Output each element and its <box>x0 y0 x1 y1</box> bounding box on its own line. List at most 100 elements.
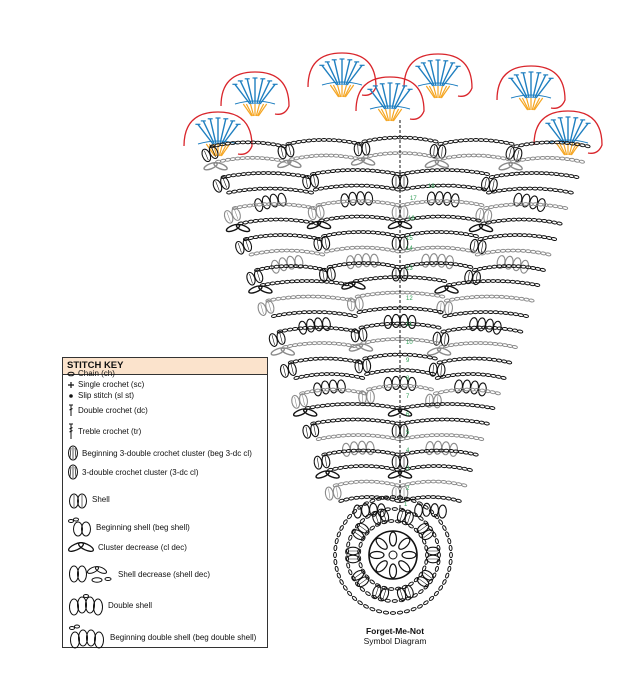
shell-petal <box>396 587 407 602</box>
shell-post <box>350 298 361 310</box>
shell <box>469 238 487 255</box>
shell-petal <box>356 522 370 534</box>
chain-stitch <box>384 290 391 295</box>
chain-stitch <box>354 245 361 250</box>
chain-stitch <box>348 373 356 378</box>
chain-stitch <box>358 214 366 219</box>
chain-stitch <box>374 184 381 189</box>
chain-stitch <box>454 246 461 251</box>
shell-petal <box>483 209 493 224</box>
blue-stitch <box>522 72 530 99</box>
chain-stitch <box>343 183 350 188</box>
blue-stitch <box>535 77 552 99</box>
motif-cluster <box>375 537 388 550</box>
motif-chain <box>418 515 424 521</box>
shell-post <box>484 178 495 191</box>
chain-stitch <box>442 314 449 318</box>
chain-stitch <box>347 464 354 469</box>
blue-stitch <box>559 117 567 144</box>
double-shell <box>298 317 331 335</box>
chain-stitch <box>399 249 406 254</box>
orange-stitch <box>532 97 541 111</box>
chain-stitch <box>538 140 545 145</box>
chain-stitch <box>324 169 332 174</box>
chain-stitch <box>467 264 474 269</box>
chain-stitch <box>409 290 416 295</box>
shell <box>277 143 295 160</box>
chain-stitch <box>440 479 447 484</box>
stitch-key-label: Double crochet (dc) <box>78 405 148 415</box>
blue-stitch <box>326 61 339 86</box>
shell-petal <box>477 240 487 255</box>
chain-stitch <box>344 246 351 251</box>
flower-outline <box>220 71 290 115</box>
shell-post <box>294 395 305 407</box>
chain-stitch <box>318 372 325 377</box>
chain-stitch <box>472 234 479 238</box>
motif-chain <box>339 525 344 531</box>
blue-stitch <box>333 59 341 86</box>
chain-stitch <box>454 372 462 377</box>
chain-stitch <box>364 245 371 250</box>
chain-stitch <box>520 248 527 253</box>
motif-chain <box>357 555 362 562</box>
blue-stitch <box>259 83 276 105</box>
shell-post <box>432 364 442 376</box>
orange-stitch <box>439 85 448 99</box>
chain-stitch <box>292 188 299 193</box>
chain-stitch <box>384 170 391 175</box>
chain-stitch <box>454 168 461 173</box>
cluster-decrease <box>315 470 330 479</box>
chain-stitch <box>528 298 535 303</box>
chain-stitch <box>297 358 304 363</box>
cluster-decrease <box>306 220 322 230</box>
beg-shell-icon <box>68 517 91 537</box>
orange-stitch <box>220 143 231 157</box>
chain-stitch <box>440 183 447 188</box>
chain-stitch <box>545 252 552 257</box>
motif-center <box>388 550 398 560</box>
chain-stitch <box>364 402 371 407</box>
motif-shell <box>372 584 390 602</box>
chain-stitch <box>358 479 365 484</box>
chain-stitch <box>510 217 517 222</box>
chain-stitch <box>293 375 300 380</box>
chain-stitch <box>450 327 457 332</box>
row-number: 4 <box>406 448 410 454</box>
blue-stitch <box>515 74 528 99</box>
chain-stitch <box>267 186 274 191</box>
chain-stitch <box>236 188 243 193</box>
motif-chain <box>369 525 375 531</box>
cluster-decrease <box>498 162 513 171</box>
chain-stitch <box>445 480 452 485</box>
chain-stitch <box>404 368 411 373</box>
chain-stitch <box>425 479 432 484</box>
chain-stitch <box>490 219 497 224</box>
chain-stitch <box>463 387 470 392</box>
chain-stitch <box>278 248 285 253</box>
chain-stitch <box>445 328 452 333</box>
chain-stitch <box>417 136 424 141</box>
blue-stitch <box>547 122 564 144</box>
chain-stitch <box>483 172 490 176</box>
shell-post <box>433 146 443 157</box>
motif-chain <box>442 525 447 531</box>
chain-stitch <box>472 310 479 315</box>
chain-stitch <box>444 402 451 406</box>
blue-stitch <box>393 85 406 110</box>
shell-post <box>395 488 405 498</box>
row-number: 1 <box>404 502 408 508</box>
motif-chain <box>334 538 339 545</box>
chain-stitch <box>384 185 391 190</box>
diagram-caption: Forget-Me-Not Symbol Diagram <box>330 626 460 646</box>
chain-stitch <box>358 495 365 500</box>
chain-stitch <box>361 309 368 314</box>
chain-stitch <box>303 219 310 224</box>
chain-stitch <box>373 464 380 469</box>
chain-stitch <box>353 495 360 500</box>
chain-stitch <box>460 372 467 377</box>
shell-post <box>508 147 520 160</box>
shell-petal <box>348 191 358 206</box>
chain-stitch <box>368 323 375 328</box>
chain-stitch <box>502 311 509 315</box>
